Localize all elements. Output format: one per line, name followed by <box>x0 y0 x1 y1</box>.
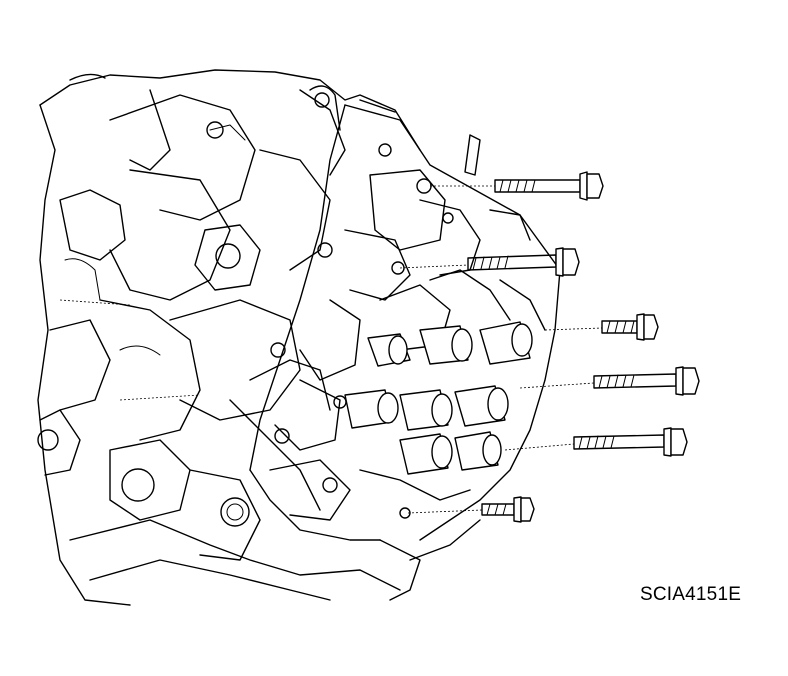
figure-code-label: SCIA4151E <box>640 584 742 605</box>
solenoid-row-2 <box>344 385 509 431</box>
control-valve-body <box>249 99 561 601</box>
bolt-1 <box>494 171 604 201</box>
bolt-6 <box>481 496 535 523</box>
bolt-alignment-lines <box>399 185 603 514</box>
bolt-3 <box>601 313 659 341</box>
solenoid-row-1 <box>367 321 533 367</box>
transmission-case <box>37 69 421 606</box>
bolt-2 <box>467 247 580 277</box>
bolt-4 <box>593 366 700 396</box>
solenoid-row-3 <box>399 431 502 475</box>
bolt-5 <box>573 427 688 457</box>
